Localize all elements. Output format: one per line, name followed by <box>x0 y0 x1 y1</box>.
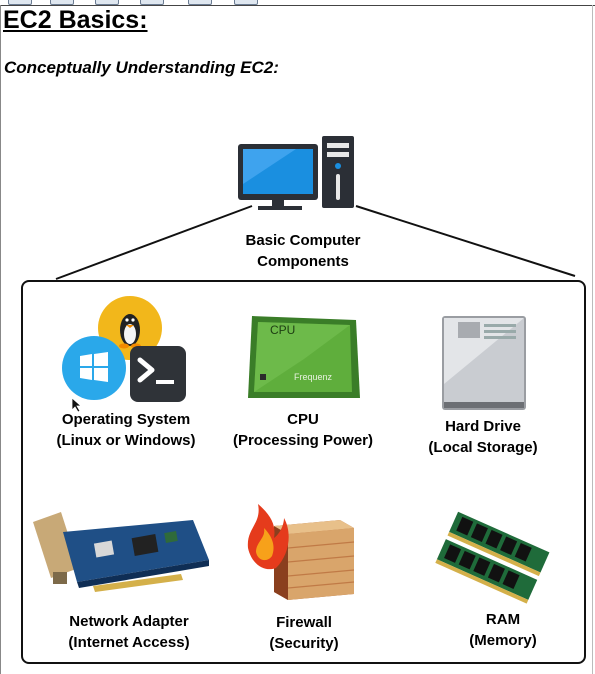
page-heading: EC2 Basics: <box>3 6 148 34</box>
os-label: Operating System (Linux or Windows) <box>56 411 196 449</box>
toolbar-button[interactable] <box>8 0 32 5</box>
toolbar-button[interactable] <box>95 0 119 5</box>
ram-icon <box>435 511 550 604</box>
cpu-chip-brand: Frequenz <box>294 372 333 382</box>
firewall-label: Firewall (Security) <box>269 614 339 652</box>
computer-icon <box>238 136 354 210</box>
cpu-icon: CPU Frequenz <box>248 316 360 398</box>
cpu-chip-text: CPU <box>270 323 295 337</box>
page-right-border <box>592 5 593 674</box>
toolbar-strip <box>0 0 595 6</box>
hdd-label: Hard Drive (Local Storage) <box>428 418 538 456</box>
toolbar-button[interactable] <box>234 0 258 5</box>
network-card-icon <box>33 512 209 592</box>
firewall-icon <box>247 504 355 600</box>
toolbar-button[interactable] <box>50 0 74 5</box>
mouse-cursor-icon <box>71 397 83 413</box>
computer-label: Basic Computer Components <box>245 232 361 270</box>
page-left-border <box>0 5 1 674</box>
network-label: Network Adapter (Internet Access) <box>68 613 190 651</box>
components-box <box>21 280 586 664</box>
cpu-label: CPU (Processing Power) <box>232 411 374 449</box>
section-subheading: Conceptually Understanding EC2: <box>4 58 279 77</box>
hard-drive-icon <box>442 316 526 410</box>
toolbar-button[interactable] <box>140 0 164 5</box>
operating-system-icon <box>62 296 186 402</box>
toolbar-button[interactable] <box>188 0 212 5</box>
ram-label: RAM (Memory) <box>469 611 537 649</box>
